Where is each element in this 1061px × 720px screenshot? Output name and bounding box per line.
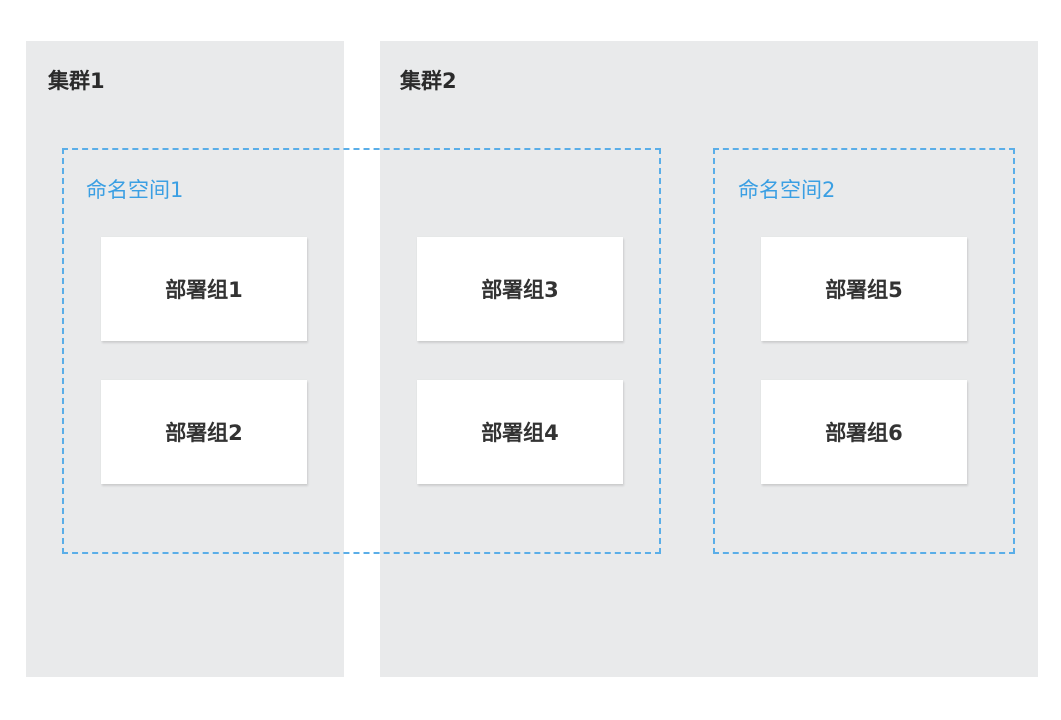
deployment-group-2: 部署组2 [101, 380, 307, 484]
cluster-1-label: 集群1 [48, 69, 105, 93]
deployment-group-3: 部署组3 [417, 237, 623, 341]
deployment-group-1: 部署组1 [101, 237, 307, 341]
namespace-2-label: 命名空间2 [738, 178, 836, 202]
deployment-group-5: 部署组5 [761, 237, 967, 341]
cluster-1-panel [26, 41, 344, 677]
namespace-1-boundary [62, 148, 661, 554]
deployment-group-4: 部署组4 [417, 380, 623, 484]
deployment-group-6: 部署组6 [761, 380, 967, 484]
cluster-2-panel [380, 41, 1038, 677]
namespace-2-boundary [713, 148, 1015, 554]
cluster-2-label: 集群2 [400, 69, 457, 93]
namespace-1-label: 命名空间1 [86, 178, 184, 202]
